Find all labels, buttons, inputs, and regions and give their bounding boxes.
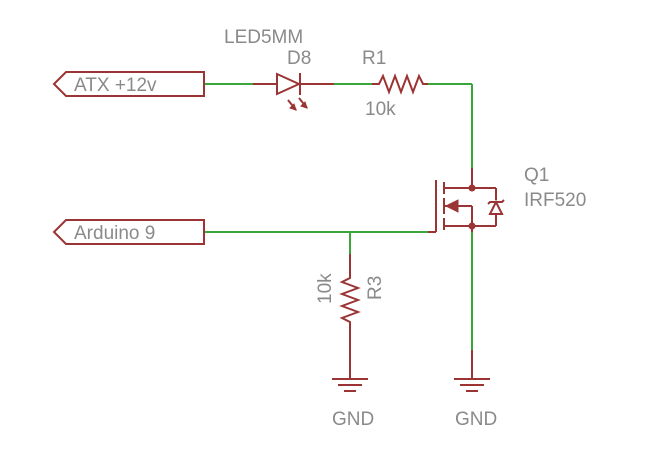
mosfet-q1-symbol[interactable] [428, 168, 505, 233]
atx-port-outline [52, 71, 205, 97]
q1-name-label: Q1 [524, 165, 549, 186]
ground-right-icon[interactable] [454, 350, 490, 392]
r3-zigzag [339, 254, 361, 350]
led-triangle [276, 72, 302, 96]
arduino-port-label: Arduino 9 [74, 223, 155, 244]
ground-right-label: GND [455, 409, 497, 430]
resistor-r3-symbol[interactable] [339, 254, 361, 350]
q1-value-label: IRF520 [524, 190, 586, 211]
ground-left-label: GND [332, 409, 374, 430]
r1-value-label: 10k [365, 99, 396, 120]
ground-left-icon[interactable] [332, 350, 368, 392]
arduino-port-outline [52, 219, 205, 245]
led-emission-arrows-icon [287, 97, 308, 111]
arduino-port-flag[interactable]: Arduino 9 [52, 219, 205, 245]
r3-name-label: R3 [365, 276, 386, 300]
r1-name-label: R1 [362, 48, 386, 69]
atx-port-flag[interactable]: ATX +12v [52, 71, 205, 97]
atx-port-label: ATX +12v [74, 75, 157, 96]
wire-net-12v [204, 83, 473, 168]
zener-bar [487, 199, 505, 205]
body-arrow-icon [444, 199, 459, 213]
led-d8-symbol[interactable] [253, 72, 334, 111]
r1-zigzag [372, 73, 428, 95]
led-value-label: LED5MM [224, 27, 303, 48]
resistor-r1-symbol[interactable] [372, 73, 428, 95]
led-name-label: D8 [287, 48, 311, 69]
body-diode-icon [488, 199, 504, 215]
wire-net-gate [204, 231, 428, 254]
r3-value-label: 10k [315, 273, 336, 304]
